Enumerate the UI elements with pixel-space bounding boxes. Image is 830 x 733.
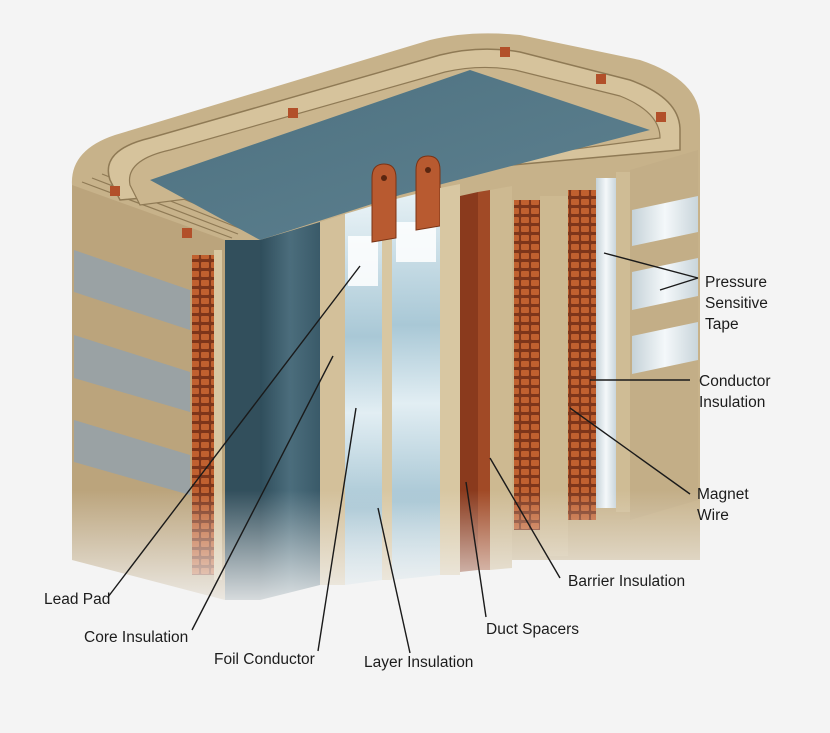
leader-barrier-insulation [489,457,561,579]
label-lead-pad: Lead Pad [44,589,110,610]
pressure-text: Pressure [705,274,768,291]
leader-magnet-wire [569,407,691,495]
conductor-insulation-text-2: Insulation [699,394,766,411]
label-pressure-sensitive-tape: Pressure Sensitive Tape [705,272,768,335]
leader-foil-conductor [317,407,357,652]
magnet-wire-text-1: Magnet [697,486,749,503]
label-duct-spacers: Duct Spacers [486,619,579,640]
leader-duct-spacers [465,481,487,618]
label-foil-conductor: Foil Conductor [214,649,315,670]
label-layer-insulation: Layer Insulation [364,652,473,673]
leader-tape-1 [603,252,699,279]
leader-lines [107,252,699,654]
core-insulation-text: Core Insulation [84,629,189,646]
leader-layer-insulation [377,507,411,654]
leader-tape-2 [659,277,699,291]
layer-insulation-text: Layer Insulation [364,654,474,671]
duct-spacers-text: Duct Spacers [486,621,580,638]
leader-lead-pad [107,265,361,598]
label-barrier-insulation: Barrier Insulation [568,571,685,592]
label-conductor-insulation: Conductor Insulation [699,371,771,413]
barrier-insulation-text: Barrier Insulation [568,573,686,590]
conductor-insulation-text-1: Conductor [699,373,771,390]
foil-conductor-text: Foil Conductor [214,651,315,668]
magnet-wire-text-2: Wire [697,507,729,524]
leader-core-insulation [191,355,334,631]
label-magnet-wire: Magnet Wire [697,484,749,526]
tape-text: Tape [705,316,739,333]
sensitive-text: Sensitive [705,295,768,312]
label-core-insulation: Core Insulation [84,627,188,648]
bottom-fade [60,30,720,620]
lead-pad-text: Lead Pad [44,591,111,608]
